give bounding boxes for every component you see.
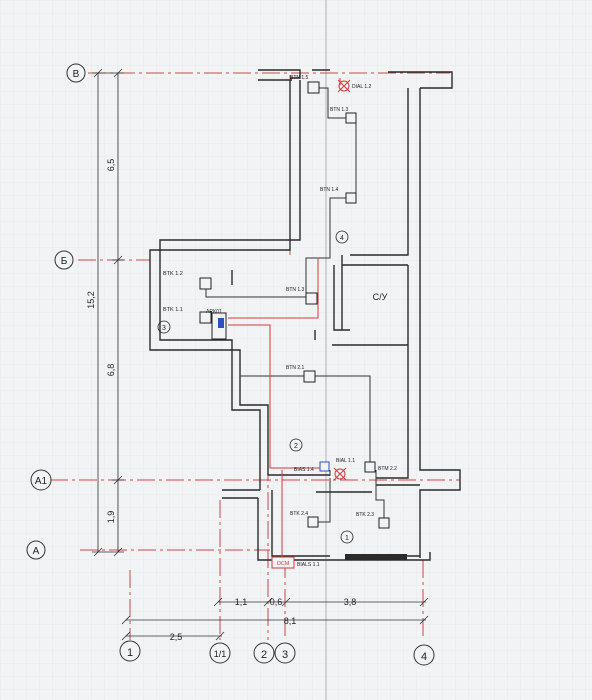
vertical-dimensions — [92, 68, 124, 557]
device-btk-12: BTK 1.2 — [163, 271, 212, 290]
room-label-3: 3 — [162, 325, 166, 332]
axis-label-col-3: 3 — [282, 649, 288, 661]
dim-d1: 2,5 — [170, 632, 183, 642]
axis-bubble-col-4: 4 — [413, 644, 435, 666]
room-label-2: 2 — [294, 443, 298, 450]
device-bias-14: BIAS 1.4 — [294, 461, 330, 473]
axis-label-col-4: 4 — [421, 651, 427, 663]
device-btn-top: BTN 1.5 — [290, 75, 320, 94]
axis-bubble-col-1-1: 1/1 — [209, 642, 231, 664]
axis-bubble-col-3: 3 — [274, 642, 296, 664]
dim-seg-upper: 6,5 — [106, 159, 116, 172]
axis-label-col-1: 1 — [127, 647, 133, 659]
axis-bubble-col-2: 2 — [253, 642, 275, 664]
room-number-1: 1 — [340, 530, 354, 544]
device-label-btk-23: BTK 2.3 — [356, 512, 374, 518]
room-label-wc: С/У — [373, 292, 388, 302]
axis-bubble-row-A: А — [26, 540, 46, 560]
dim-d4: 3,8 — [344, 597, 357, 607]
device-btn-21: BTN 2.1 — [286, 365, 316, 383]
axis-label-row-A1: А1 — [35, 476, 48, 487]
device-label-ark01: ARK01 — [206, 309, 222, 315]
device-btn-13: BTN 1.3 — [286, 287, 318, 305]
cables-red — [228, 78, 341, 560]
room-number-3: 3 — [157, 320, 171, 334]
device-btk-23: BTK 2.3 — [356, 512, 390, 529]
device-bial-11: BIAL 1.1 — [333, 458, 355, 481]
window-bottom — [345, 554, 407, 560]
axis-label-col-1-1: 1/1 — [214, 649, 227, 659]
device-btk-24: BTK 2.4 — [290, 511, 319, 528]
device-label-bials-11: BIALS 1.1 — [297, 562, 320, 568]
room-number-4: 4 — [335, 230, 349, 244]
device-btn-mid: BTN 1.3 — [330, 107, 357, 124]
axis-label-row-B: В — [73, 69, 80, 80]
device-label-ocm: ОСМ — [277, 561, 290, 567]
dim-d2: 1,1 — [235, 597, 248, 607]
device-label-btk-12: BTK 1.2 — [163, 271, 183, 277]
device-btn-14: BTN 1.4 — [320, 187, 357, 204]
device-label-dial-top: DIAL 1.2 — [352, 84, 371, 90]
device-label-btn-top: BTN 1.5 — [290, 75, 309, 81]
walls — [149, 69, 461, 561]
device-label-btn-13: BTN 1.3 — [286, 287, 305, 293]
axis-label-row-Б: Б — [61, 256, 68, 267]
dim-total-height: 15,2 — [86, 291, 96, 309]
horizontal-dimensions — [121, 597, 429, 641]
device-label-bial-11: BIAL 1.1 — [336, 458, 355, 464]
dim-seg-low: 1,9 — [106, 511, 116, 524]
device-btn-22: BTM 2.2 — [364, 461, 397, 473]
device-label-btn-22: BTM 2.2 — [378, 466, 397, 472]
axis-label-row-A: А — [33, 546, 40, 557]
dim-seg-mid: 6,8 — [106, 364, 116, 377]
room-label-4: 4 — [340, 235, 344, 242]
device-ocm: ОСМ BIALS 1.1 — [271, 556, 320, 569]
device-label-btn-21: BTN 2.1 — [286, 365, 305, 371]
axis-label-col-2: 2 — [261, 649, 267, 661]
device-dial-top: DIAL 1.2 — [337, 79, 371, 93]
axis-bubble-row-B: В — [66, 63, 86, 83]
device-btk-11: BTK 1.1 — [163, 307, 212, 324]
axis-bubble-col-1: 1 — [119, 640, 141, 662]
device-label-bias-14: BIAS 1.4 — [294, 467, 314, 473]
device-label-btn-14: BTN 1.4 — [320, 187, 339, 193]
device-label-btk-11: BTK 1.1 — [163, 307, 183, 313]
dim-d3: 0,6 — [270, 597, 283, 607]
room-label-1: 1 — [345, 535, 349, 542]
axis-bubble-row-A1: А1 — [30, 469, 52, 491]
device-ark01: ARK01 — [206, 309, 227, 340]
room-number-2: 2 — [289, 438, 303, 452]
device-label-btk-24: BTK 2.4 — [290, 511, 308, 517]
device-label-btn-mid: BTN 1.3 — [330, 107, 349, 113]
axis-bubble-row-Б: Б — [54, 250, 74, 270]
dim-total-width: 8,1 — [284, 616, 297, 626]
